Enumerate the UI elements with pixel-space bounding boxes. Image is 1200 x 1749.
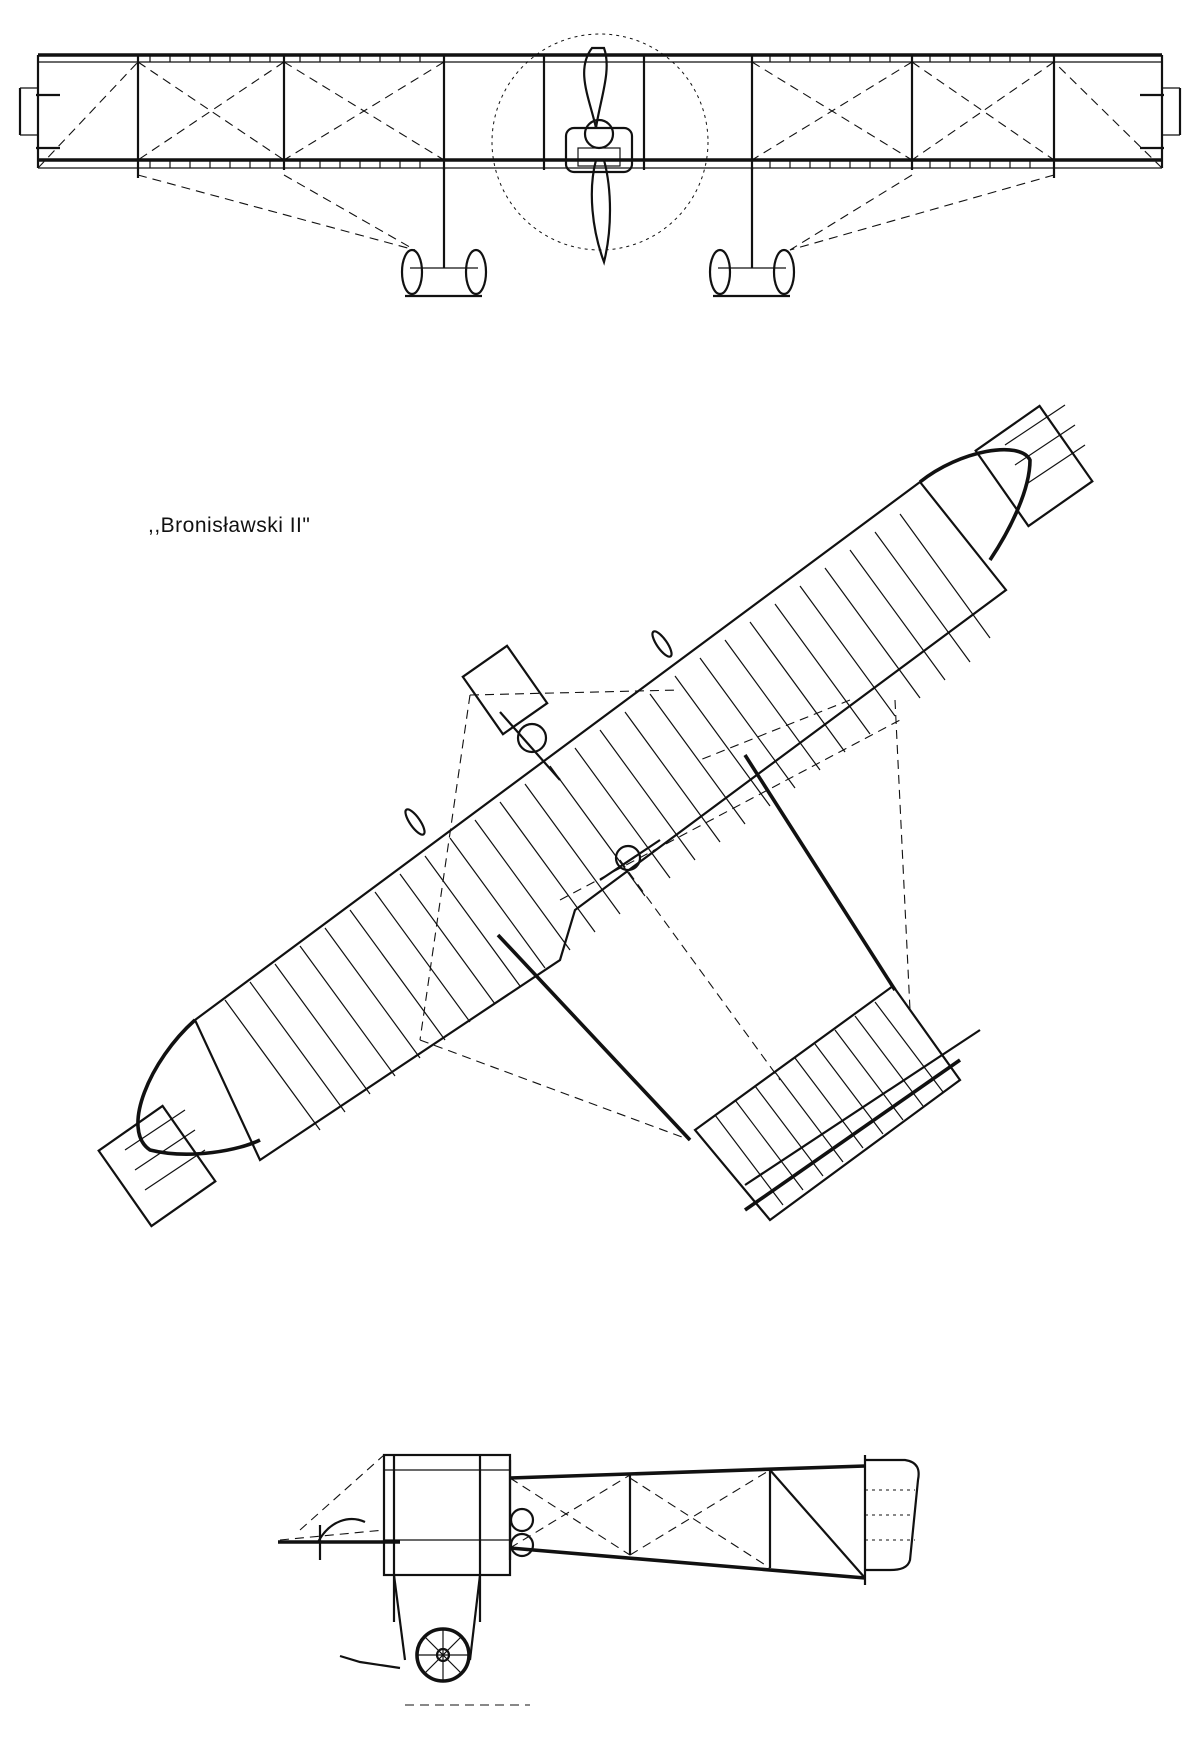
plan-tailplane <box>693 984 981 1222</box>
side-fuselage <box>509 1464 866 1580</box>
front-landing-gear-left <box>400 168 488 298</box>
side-engine <box>508 1460 535 1560</box>
front-tailplane-outline <box>18 87 1182 150</box>
front-bracing-wires <box>37 61 1163 251</box>
front-landing-gear-right <box>708 168 796 298</box>
front-rib-ticks <box>149 55 1031 168</box>
plan-canard <box>461 644 561 781</box>
plan-wheel-stubs <box>404 630 673 836</box>
aircraft-caption: ,,Bronisławski II" <box>148 514 311 537</box>
front-engine <box>564 118 634 174</box>
plan-left-wingtip <box>97 1018 261 1228</box>
plan-right-wingtip <box>918 404 1094 561</box>
side-wing-cell <box>279 1453 512 1622</box>
side-landing-gear <box>339 1574 530 1706</box>
front-interplane-struts <box>136 55 1056 178</box>
side-rudder <box>863 1455 920 1585</box>
side-nose-and-canard <box>278 1517 400 1560</box>
plan-bracing-wires <box>419 689 911 1141</box>
plan-engine <box>599 839 661 881</box>
